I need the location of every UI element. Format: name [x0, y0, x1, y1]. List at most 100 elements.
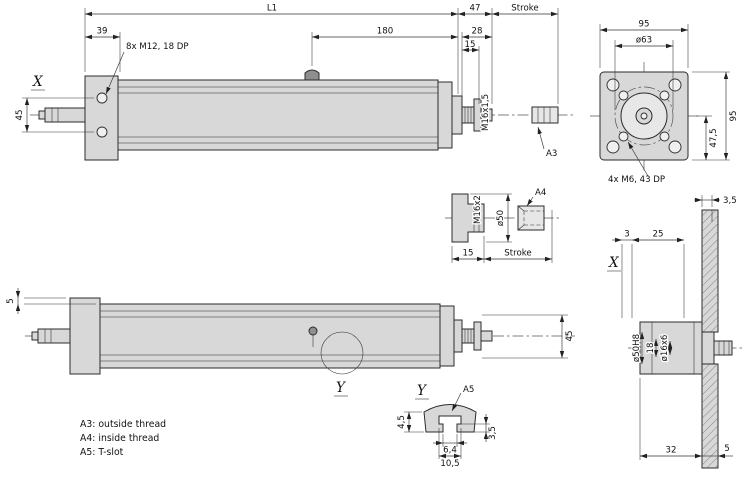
tie-rod-hole [96, 126, 108, 138]
dim-text-l1: L1 [267, 4, 277, 14]
corner-hole [606, 78, 620, 92]
dim-text-4-5: 4,5 [397, 415, 407, 429]
view-label-x-detail: X [607, 255, 621, 272]
dim-text-stroke: Stroke [504, 249, 531, 259]
dim-text-180: 180 [377, 27, 393, 37]
dim-text-39: 39 [97, 27, 108, 37]
rod-end [480, 108, 493, 122]
rear-rod [44, 107, 86, 123]
rod-end-inside-thread [517, 205, 545, 231]
center-hole [640, 112, 648, 120]
view-label-y-callout: Y [334, 380, 348, 397]
dim-6-4: 6,4 [433, 434, 467, 456]
rod-collar [473, 321, 482, 351]
dim-28: 28 [461, 27, 492, 104]
tie-rod-hole [96, 92, 108, 104]
m6-hole [618, 131, 629, 142]
dim-text-6-4: 6,4 [443, 446, 457, 456]
dim-text-5: 5 [6, 298, 16, 303]
thread-lines [537, 107, 551, 123]
rod-gland [451, 95, 463, 135]
dim-stroke-rod: Stroke [484, 249, 552, 262]
label-a5: A5 [451, 385, 474, 412]
thread-lines [464, 107, 472, 123]
top-port [304, 69, 320, 81]
label-a4: A4 [526, 188, 546, 207]
pilot-boss [701, 331, 715, 365]
dim-text-45: 45 [565, 331, 575, 342]
view-label-y: Y [336, 380, 346, 396]
view-label-x: X [608, 255, 620, 271]
dim-95-top: 95 [599, 20, 689, 68]
cylinder-tube [99, 303, 441, 369]
piston-rod [713, 340, 733, 356]
dim-text-32: 32 [666, 446, 677, 456]
dim-15-rod: 15 [451, 210, 553, 263]
dim-95-right: 95 [692, 71, 739, 161]
dim-32: 32 [639, 378, 702, 460]
left-end-cap [84, 75, 119, 161]
detail-callout-circle [320, 331, 364, 375]
dim-text-95-top: 95 [639, 20, 650, 30]
dim-text-45: 45 [15, 110, 25, 121]
rod-flange-section [451, 193, 485, 243]
panel-lower-hatch [702, 364, 718, 468]
chamfer-lines [517, 205, 525, 231]
legend-a3: A3: outside thread [80, 419, 166, 430]
m6-hole [659, 90, 670, 101]
rod-end [480, 330, 493, 342]
dim-text-25: 25 [653, 230, 664, 240]
tie-rod-lines [118, 86, 438, 144]
rod-extended-end [531, 106, 559, 124]
dim-25: 25 [632, 230, 685, 318]
label-text-a3: A3 [546, 149, 557, 159]
tie-rod-lines [100, 310, 440, 362]
rear-rod-tip [31, 331, 39, 341]
dim-10-5: 10,5 [438, 428, 462, 469]
rear-rod-lines [44, 329, 52, 343]
dim-d63: ø63 [614, 36, 674, 110]
dim-18: 18 [645, 339, 659, 357]
view-tslot-detail: A5 Y 4,5 3,5 6,4 10,5 [397, 383, 498, 469]
view-side-top: L1 47 Stroke 39 180 28 [14, 4, 575, 161]
view-label-x: X [32, 74, 44, 90]
dim-text-47-5: 47,5 [709, 128, 719, 147]
thread-spec-rod: M16x1,5 [481, 94, 491, 131]
dim-d50h8: ø50H8 [631, 332, 645, 364]
label-a3: A3 [537, 126, 557, 159]
view-label-y-detail: Y [415, 383, 429, 400]
left-end-cap [69, 297, 101, 375]
view-rod-detail: M16x2 ø50 A4 15 Stroke [445, 188, 560, 263]
dim-d16x6: ø16x6 [659, 333, 673, 363]
dim-45-right: 45 [482, 314, 575, 359]
port-plug [308, 326, 318, 336]
m6-hole [659, 131, 670, 142]
dim-4-5: 4,5 [397, 411, 424, 433]
thread-spec-m16x2: M16x2 [473, 195, 483, 224]
m6-hole [618, 90, 629, 101]
rear-rod-tip [38, 110, 46, 120]
right-cap-plate [437, 81, 453, 149]
rear-rod-lines [51, 108, 59, 122]
right-cap-plate [439, 305, 455, 367]
dim-text-d16x6: ø16x6 [660, 335, 670, 362]
rod-gland [453, 319, 463, 353]
dim-text-10-5: 10,5 [440, 459, 459, 469]
corner-hole [668, 78, 682, 92]
dim-5-left: 5 [6, 288, 96, 314]
dim-3-5: 3,5 [461, 414, 498, 442]
dim-text-95-right: 95 [729, 111, 739, 122]
view-mount-detail: 3 25 3,5 X ø50H8 18 ø16x6 [607, 195, 744, 469]
note-tie-rod-threads: 8x M12, 18 DP [105, 42, 189, 95]
dim-d50: ø50 [470, 193, 512, 243]
dim-15: 15 [462, 40, 480, 104]
dim-text-d50: ø50 [496, 210, 506, 226]
dim-45-left: 45 [14, 97, 94, 133]
legend-a5: A5: T-slot [80, 447, 124, 458]
rod-collar [473, 98, 482, 132]
legend-a4: A4: inside thread [80, 433, 159, 444]
dim-l1: L1 [84, 4, 459, 94]
view-label-x-top: X [31, 74, 45, 91]
dim-text-3-5: 3,5 [488, 426, 498, 440]
